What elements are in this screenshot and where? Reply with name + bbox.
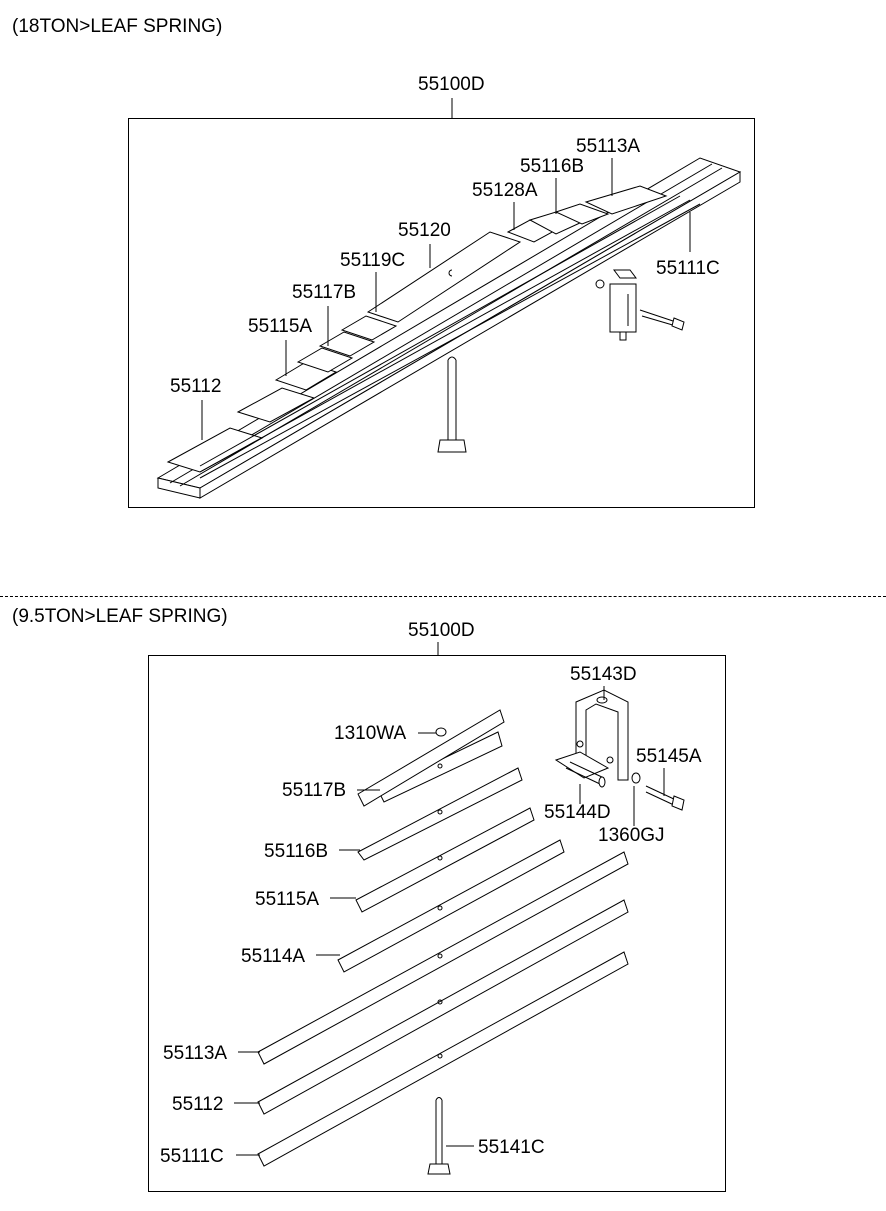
label-55112-18ton: 55112 [170, 376, 221, 397]
label-55141c: 55141C [478, 1137, 545, 1158]
label-assembly-18ton: 55100D [418, 74, 485, 95]
label-55116b-9-5ton: 55116B [264, 841, 328, 862]
label-55113a-18ton: 55113A [576, 136, 640, 157]
label-55116b-18ton: 55116B [520, 156, 584, 177]
label-1310wa: 1310WA [334, 723, 406, 744]
u-bolt-55141c [427, 1097, 451, 1175]
section-title-9-5ton: (9.5TON>LEAF SPRING) [12, 606, 228, 627]
label-55145a: 55145A [636, 746, 702, 767]
label-assembly-9-5ton: 55100D [408, 620, 475, 641]
clip-bracket-18ton [595, 269, 685, 341]
washer-1360gj [631, 772, 641, 784]
label-55143d: 55143D [570, 664, 637, 685]
label-55119c-18ton: 55119C [340, 250, 405, 271]
bolt-55145a [645, 785, 685, 811]
label-55117b-9-5ton: 55117B [282, 780, 346, 801]
leaf-set-9-5ton [257, 709, 629, 1167]
label-55112-9-5ton: 55112 [172, 1094, 223, 1115]
label-55128a-18ton: 55128A [472, 180, 538, 201]
label-55113a-9-5ton: 55113A [163, 1043, 227, 1064]
label-55111c-9-5ton: 55111C [160, 1146, 224, 1167]
section-title-18ton: (18TON>LEAF SPRING) [12, 16, 223, 37]
label-55115a-18ton: 55115A [248, 316, 312, 337]
diagram-frame-9-5ton [148, 655, 726, 1192]
section-divider [0, 596, 886, 597]
label-55115a-9-5ton: 55115A [255, 889, 319, 910]
leaf-spring-stack-18ton [156, 157, 742, 499]
label-55120-18ton: 55120 [398, 220, 451, 241]
pin-55144d [554, 751, 610, 788]
label-55144d: 55144D [544, 802, 611, 823]
label-55111c-18ton: 55111C [656, 258, 720, 279]
nut-1310wa [435, 727, 447, 737]
label-55117b-18ton: 55117B [292, 282, 356, 303]
label-55114a: 55114A [241, 946, 305, 967]
label-1360gj: 1360GJ [598, 825, 665, 846]
u-bolt-18ton [437, 356, 467, 453]
diagram-frame-18ton [128, 118, 755, 508]
